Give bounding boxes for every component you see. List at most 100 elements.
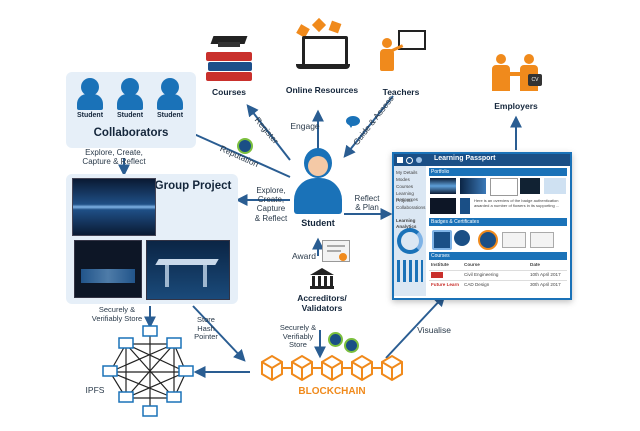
home-icon[interactable] (397, 157, 403, 163)
validator-badge-icon-2 (344, 338, 359, 353)
portfolio-thumb[interactable] (520, 178, 540, 194)
row-date: 10th April 2017 (530, 272, 561, 277)
sidebar-item[interactable]: My Details (396, 170, 418, 175)
employers-label: Employers (494, 101, 538, 111)
arrow-store-hash (192, 305, 246, 362)
waveform-image (72, 178, 156, 236)
teachers-label: Teachers (382, 87, 420, 97)
block-icon (381, 354, 403, 382)
chat-icon (346, 116, 360, 128)
row-date: 30th April 2017 (530, 282, 561, 287)
arrow-guide-assess (343, 95, 394, 158)
settings-icon[interactable] (416, 157, 422, 163)
student-center: Student (290, 148, 346, 234)
row-institute: Future Learn (431, 282, 460, 287)
student-2: Student (114, 78, 146, 126)
badge-description: Here is an overview of the badge authent… (474, 198, 560, 208)
certificate-thumb[interactable] (502, 232, 526, 248)
sidebar-item[interactable]: Courses (396, 184, 414, 189)
blockchain-label: BLOCKCHAIN (298, 386, 366, 397)
student-3: Student (154, 78, 186, 126)
table-row[interactable]: Future Learn CAD Design 30th April 2017 (429, 280, 567, 290)
passport-title: Learning Passport (434, 155, 496, 162)
sidebar-item[interactable]: Learning Analytics (396, 218, 417, 229)
certificate-icon (322, 240, 350, 262)
student-2-label: Student (116, 112, 144, 119)
employers-node: CV Employers (484, 54, 548, 116)
analytics-chart-2 (397, 260, 423, 282)
laptop-icon (296, 17, 350, 78)
dark-plot-image (74, 240, 142, 298)
passport-titlebar: Learning Passport (394, 154, 570, 166)
accreditors-label: Accreditors/ Validators (297, 293, 347, 313)
student-1: Student (74, 78, 106, 126)
student-1-label: Student (76, 112, 104, 119)
badge-icon[interactable] (478, 230, 498, 250)
student-icon (161, 78, 179, 96)
analytics-chart (397, 228, 423, 254)
sidebar-item[interactable]: Learning Resources (396, 191, 418, 202)
courses-node: Courses (196, 32, 262, 100)
courses-label: Courses (211, 87, 246, 97)
validator-badge-icon (328, 332, 343, 347)
portfolio-thumb[interactable] (460, 178, 486, 194)
books-icon (206, 36, 252, 84)
student-icon (121, 78, 139, 96)
computer-icon (166, 337, 182, 349)
row-course: Civil Engineering (464, 272, 499, 277)
institute-logo (431, 272, 443, 278)
teacher-icon (376, 26, 426, 78)
search-icon[interactable] (406, 157, 413, 164)
col-institute: Institute (431, 262, 449, 267)
passport-sidebar: My Details Modes Courses Learning Resour… (394, 166, 426, 296)
arrow-visualise (385, 294, 446, 359)
block-icon (351, 354, 373, 382)
portfolio-thumb[interactable] (460, 198, 470, 214)
sidebar-item[interactable]: Projects (396, 198, 413, 203)
computer-icon (142, 325, 158, 337)
certificate-thumb[interactable] (530, 232, 554, 248)
courses-header: Courses (429, 252, 567, 260)
portfolio-thumb[interactable] (430, 198, 456, 214)
computer-icon (142, 405, 158, 417)
reflect-plan-label: Reflect & Plan (354, 194, 380, 213)
engage-label: Engage (290, 121, 320, 131)
portfolio-thumb[interactable] (430, 178, 456, 194)
cv-icon: CV (528, 74, 542, 86)
block-icon (261, 354, 283, 382)
block-icon (321, 354, 343, 382)
portfolio-thumb[interactable] (490, 178, 518, 196)
sidebar-item[interactable]: Modes (396, 177, 410, 182)
computer-icon (118, 391, 134, 403)
collaborators-label: Collaborators (93, 127, 169, 139)
store-hash-label: Store Hash Pointer (194, 315, 218, 342)
badge-icon[interactable] (432, 230, 452, 250)
table-row[interactable]: Civil Engineering 10th April 2017 (429, 270, 567, 280)
student-3-label: Student (156, 112, 184, 119)
arrow-reputation (182, 128, 291, 178)
visualise-label: Visualise (417, 325, 451, 335)
row-course: CAD Design (464, 282, 490, 287)
student-icon (81, 78, 99, 96)
award-label: Award (292, 251, 316, 261)
computer-icon (118, 337, 134, 349)
student-center-label: Student (301, 218, 335, 228)
badges-header: Badges & Certificates (429, 218, 567, 226)
accreditors-node: Accreditors/ Validators (284, 268, 360, 330)
explore-center-label: Explore, Create, Capture & Reflect (254, 186, 288, 223)
sidebar-item[interactable]: Collaborations (396, 205, 426, 210)
ipfs-label: IPFS (85, 385, 105, 395)
portfolio-thumb[interactable] (544, 178, 566, 194)
learning-passport-window: Learning Passport My Details Modes Cours… (392, 152, 572, 300)
badge-icon[interactable] (454, 230, 470, 246)
online-resources-node: Online Resources (282, 17, 362, 100)
group-project-label: Group Project (154, 180, 232, 192)
securely-right-label: Securely & Verifiably Store (279, 323, 317, 350)
handshake-icon: CV (492, 54, 542, 94)
computer-icon (178, 365, 194, 377)
securely-left-label: Securely & Verifiably Store (91, 305, 143, 323)
block-icon (291, 354, 313, 382)
